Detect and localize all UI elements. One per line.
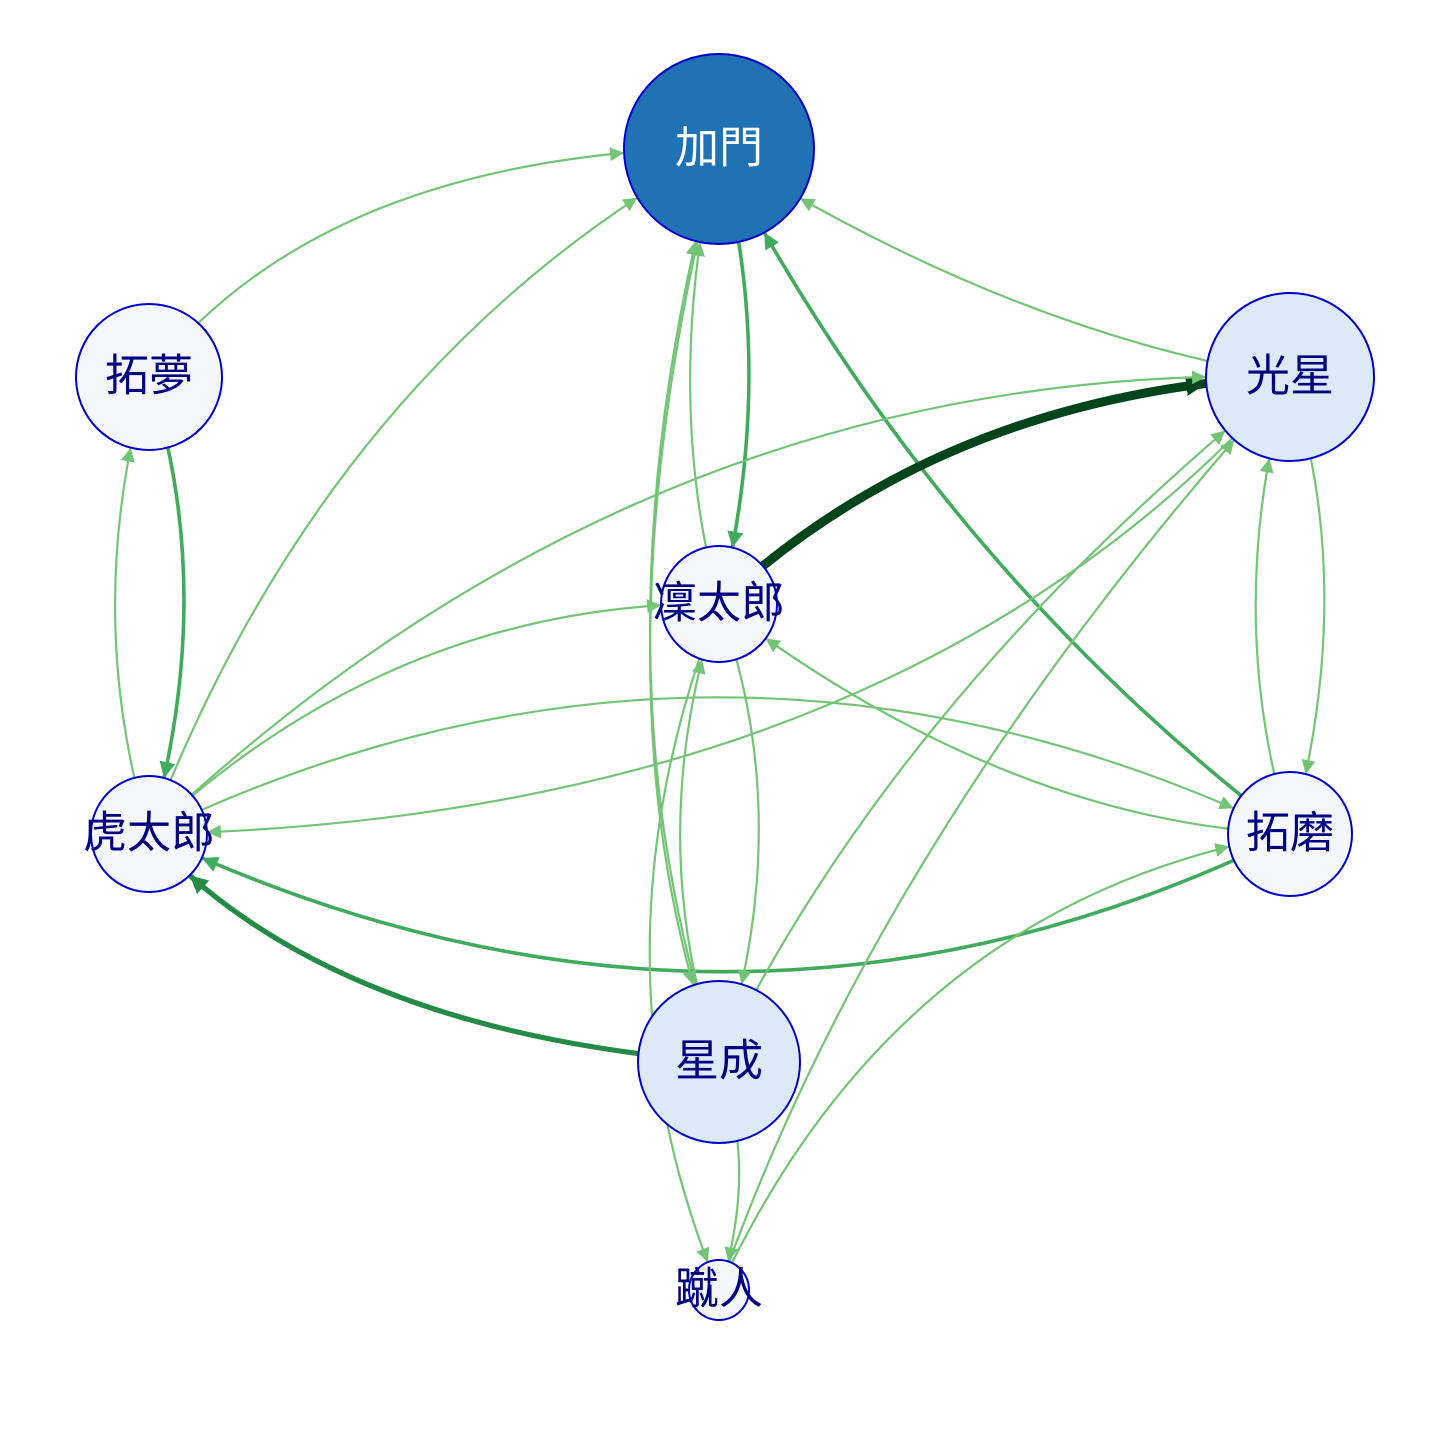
edge-takuma-to-kotaro xyxy=(200,856,1236,974)
edge-shuto-to-kousei xyxy=(728,438,1236,1263)
node-circle-kotaro xyxy=(90,775,208,893)
edge-kotaro-to-kamon xyxy=(169,196,639,782)
edge-rintaro-to-kamon xyxy=(689,240,708,549)
node-label-seina: 星成 xyxy=(675,1036,763,1087)
edge-kamon-to-seina xyxy=(648,240,699,987)
node-seina: 星成 xyxy=(637,980,801,1144)
edge-kotaro-to-takuma xyxy=(200,696,1235,811)
node-circle-kousei xyxy=(1205,292,1375,462)
node-rintaro: 凜太郎 xyxy=(653,545,785,663)
edge-kotaro-to-kousei xyxy=(190,370,1208,796)
edge-rintaro-to-shuto xyxy=(648,657,710,1264)
edge-takumu-to-kotaro xyxy=(159,445,186,780)
node-takumu: 拓夢 xyxy=(75,303,223,451)
node-label-takuma: 拓磨 xyxy=(1246,808,1334,859)
edge-rintaro-to-seina xyxy=(735,658,760,986)
edge-kotaro-to-takumu xyxy=(113,446,136,779)
edge-kotaro-to-rintaro xyxy=(191,599,663,797)
edges-layer xyxy=(113,147,1326,1265)
node-kousei: 光星 xyxy=(1205,292,1375,462)
edge-seina-to-rintaro xyxy=(679,658,706,986)
edge-seina-to-kousei xyxy=(755,429,1227,992)
edge-kousei-to-kotaro xyxy=(205,437,1234,839)
edge-kousei-to-takuma xyxy=(1301,457,1326,776)
edge-takuma-to-kamon xyxy=(762,230,1244,798)
edge-kousei-to-kamon xyxy=(799,197,1209,362)
node-circle-rintaro xyxy=(660,545,778,663)
node-label-takumu: 拓夢 xyxy=(105,351,193,402)
node-label-kousei: 光星 xyxy=(1246,351,1334,402)
node-circle-takuma xyxy=(1227,771,1353,897)
edge-takuma-to-kousei xyxy=(1254,457,1276,776)
node-takuma: 拓磨 xyxy=(1227,771,1353,897)
edge-seina-to-shuto xyxy=(724,1139,741,1263)
edge-takumu-to-kamon xyxy=(197,147,626,325)
node-label-kamon: 加門 xyxy=(675,123,763,174)
node-circle-kamon xyxy=(623,53,815,245)
edge-rintaro-to-kousei xyxy=(758,376,1211,571)
edge-seina-to-kotaro xyxy=(187,872,642,1057)
node-circle-takumu xyxy=(75,303,223,451)
node-label-rintaro: 凜太郎 xyxy=(653,578,785,629)
node-shuto: 蹴人 xyxy=(675,1259,763,1321)
node-kamon: 加門 xyxy=(623,53,815,245)
node-circle-shuto xyxy=(688,1259,750,1321)
node-kotaro: 虎太郎 xyxy=(83,775,215,893)
edge-takuma-to-rintaro xyxy=(764,637,1230,830)
node-label-shuto: 蹴人 xyxy=(675,1264,763,1315)
edge-kamon-to-rintaro xyxy=(727,240,751,550)
node-circle-seina xyxy=(637,980,801,1144)
edge-shuto-to-takuma xyxy=(730,843,1231,1265)
node-label-kotaro: 虎太郎 xyxy=(83,808,215,859)
